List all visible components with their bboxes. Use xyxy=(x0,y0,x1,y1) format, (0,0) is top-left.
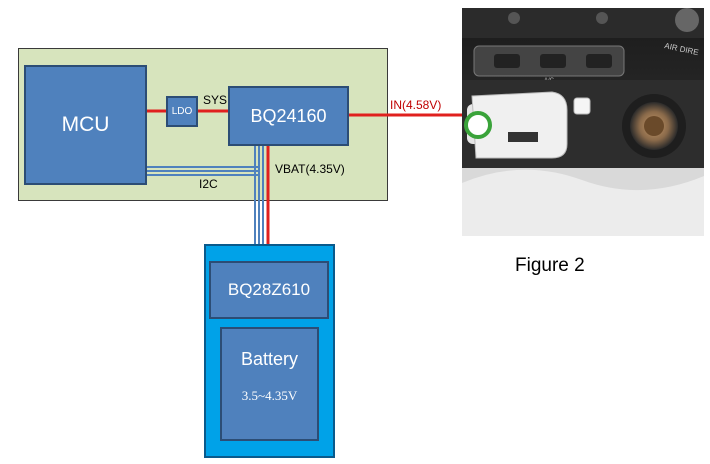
car-console-illustration: A/C AIR DIRE xyxy=(462,8,704,236)
ldo-block: LDO xyxy=(166,96,198,127)
i2c-label: I2C xyxy=(199,177,218,191)
gauge-block: BQ28Z610 xyxy=(209,261,329,319)
charger-label: BQ24160 xyxy=(250,105,327,126)
mcu-label: MCU xyxy=(61,113,110,136)
ldo-label: LDO xyxy=(171,106,193,117)
input-voltage-label: IN(4.58V) xyxy=(390,98,442,112)
figure-caption: Figure 2 xyxy=(515,255,585,276)
i2c-bus-vertical xyxy=(254,146,264,244)
i2c-bus-mcu-charger xyxy=(147,166,260,176)
car-charger-photo: A/C AIR DIRE xyxy=(462,8,704,236)
battery-label: Battery xyxy=(240,349,299,369)
mcu-block: MCU xyxy=(24,65,147,185)
charger-block: BQ24160 xyxy=(228,86,349,146)
battery-cell-block: Battery 3.5~4.35V xyxy=(220,327,319,441)
battery-voltage-range: 3.5~4.35V xyxy=(241,388,298,403)
charger-green-ring xyxy=(464,111,492,139)
gauge-label: BQ28Z610 xyxy=(227,280,311,299)
sys-label: SYS xyxy=(203,93,228,107)
vbat-label: VBAT(4.35V) xyxy=(275,162,345,176)
